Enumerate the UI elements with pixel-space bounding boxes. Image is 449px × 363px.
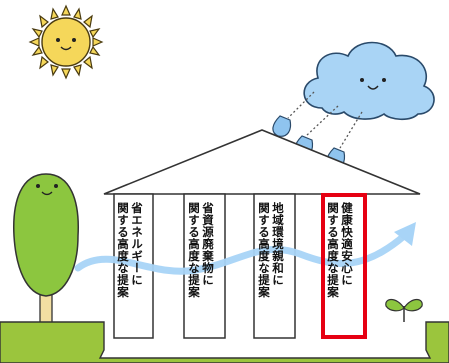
highlight-frame	[321, 193, 367, 339]
ground	[0, 321, 449, 363]
pillar-label-regional-environment: 地域環境親和に 関する高度な提案	[257, 202, 285, 298]
sprout-icon	[385, 298, 423, 322]
tree-icon	[13, 173, 79, 326]
sun-icon	[28, 4, 104, 80]
pillar-regional-environment	[253, 193, 296, 339]
cloud-icon	[303, 41, 435, 121]
pillar-label-health-comfort-safety: 健康快適安心に 関する高度な提案	[326, 202, 354, 298]
rain-lines	[287, 91, 363, 149]
house-roof	[103, 129, 421, 195]
wind-arrow-icon	[74, 222, 416, 275]
pillar-label-resource-waste: 省資源廃棄物に 関する高度な提案	[187, 202, 215, 298]
pillar-label-eco-energy: 省エネルギーに 関する高度な提案	[116, 202, 144, 298]
